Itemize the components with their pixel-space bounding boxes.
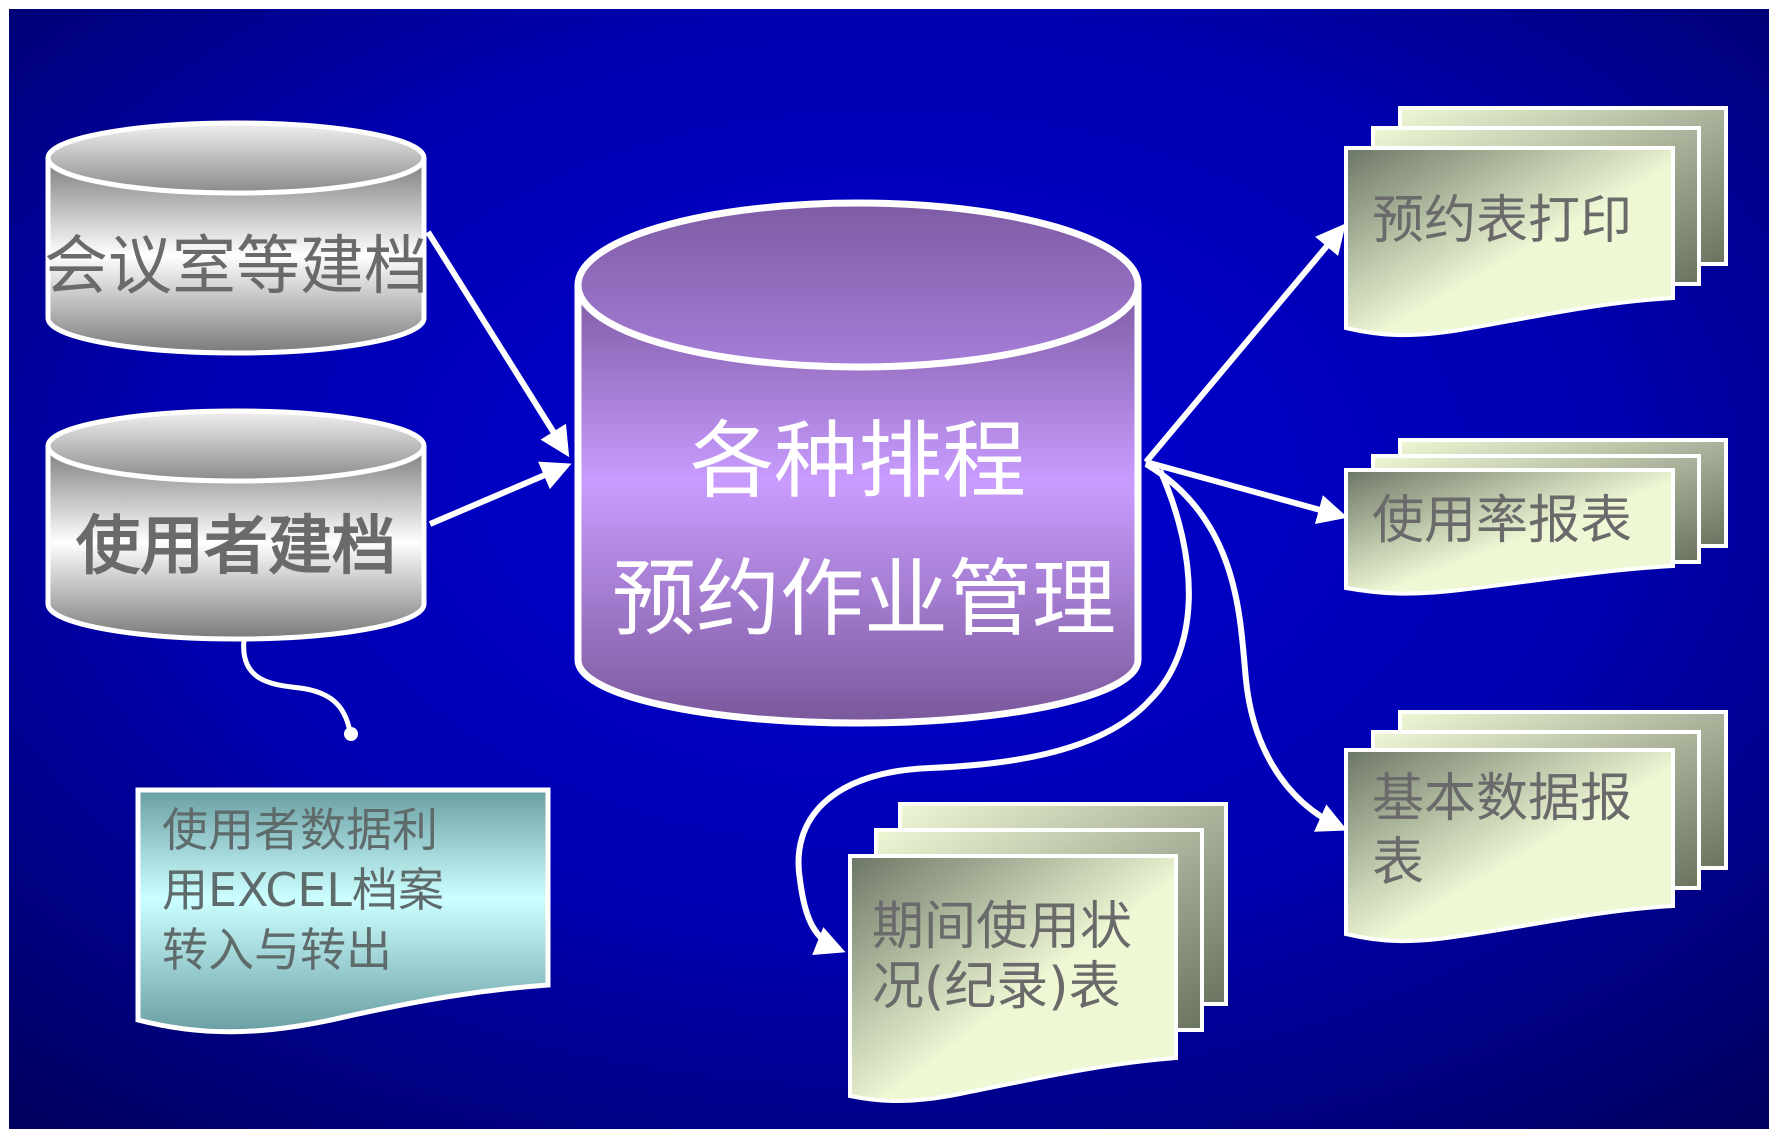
period-usage-report-line-1: 期间使用状 bbox=[872, 897, 1132, 957]
excel-note-line-1: 使用者数据利 bbox=[162, 803, 438, 857]
users-database: 使用者建档 bbox=[45, 408, 427, 642]
connector-dot bbox=[344, 727, 358, 741]
print-report-stack: 预约表打印 bbox=[1344, 106, 1728, 338]
main-database-line-1: 各种排程 bbox=[690, 412, 1026, 510]
arrow-main-to-basic-data bbox=[1144, 461, 1348, 832]
basic-data-report-line-1: 基本数据报 bbox=[1372, 769, 1632, 829]
period-usage-report-line-2: 况(纪录)表 bbox=[872, 957, 1121, 1017]
users-database-label: 使用者建档 bbox=[76, 510, 396, 584]
rooms-database-label: 会议室等建档 bbox=[44, 230, 428, 304]
excel-note: 使用者数据利 用EXCEL档案 转入与转出 bbox=[135, 787, 551, 1035]
period-usage-report-stack: 期间使用状 况(纪录)表 bbox=[848, 802, 1228, 1103]
excel-note-line-2: 用EXCEL档案 bbox=[162, 863, 444, 917]
rooms-database: 会议室等建档 bbox=[44, 120, 428, 356]
main-scheduling-database: 各种排程 预约作业管理 bbox=[574, 199, 1142, 727]
arrow-users-to-main bbox=[428, 461, 572, 527]
usage-rate-report-label: 使用率报表 bbox=[1372, 491, 1632, 551]
arrow-rooms-to-main bbox=[425, 230, 570, 458]
users-note-connector bbox=[241, 639, 353, 733]
excel-note-line-3: 转入与转出 bbox=[162, 923, 392, 977]
arrow-main-to-period bbox=[795, 468, 1192, 955]
arrow-main-to-usage-rate bbox=[1145, 459, 1348, 525]
print-report-label: 预约表打印 bbox=[1372, 191, 1632, 251]
usage-rate-report-stack: 使用率报表 bbox=[1344, 438, 1728, 596]
arrow-main-to-print bbox=[1143, 223, 1346, 464]
basic-data-report-line-2: 表 bbox=[1372, 833, 1424, 893]
basic-data-report-stack: 基本数据报 表 bbox=[1344, 710, 1728, 944]
main-database-line-2: 预约作业管理 bbox=[612, 550, 1116, 648]
